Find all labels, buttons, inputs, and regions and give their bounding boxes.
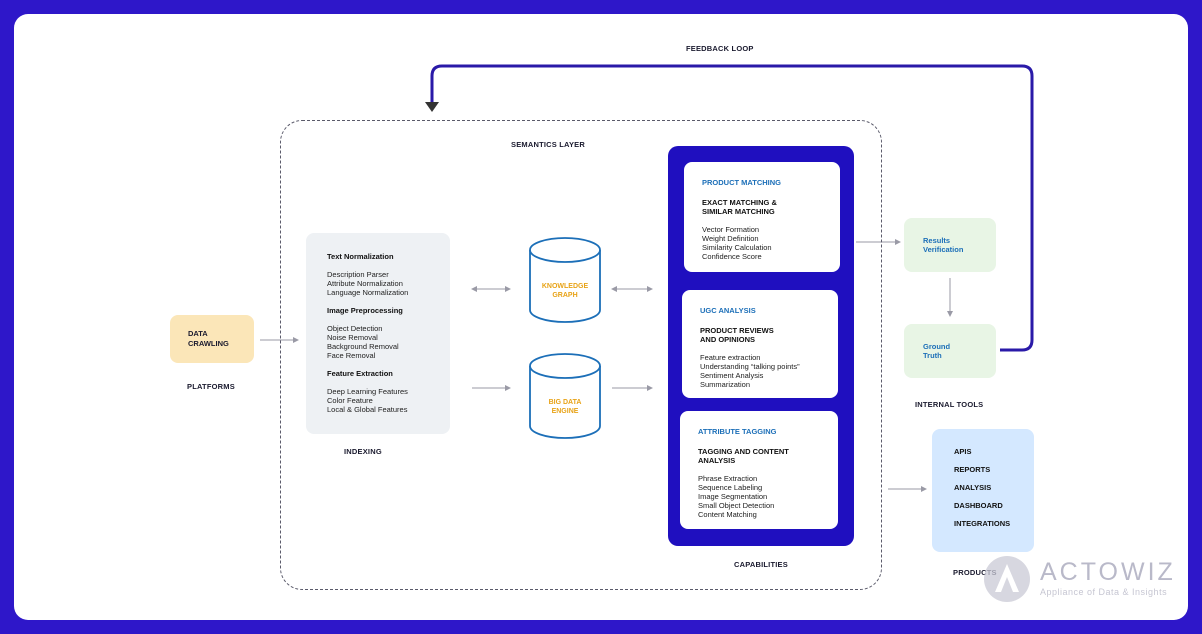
ground-truth-line1: Ground — [923, 342, 951, 351]
semantics-layer-frame — [280, 120, 882, 590]
card-subtitle-line: SIMILAR MATCHING — [702, 207, 775, 216]
card-item: Sentiment Analysis — [700, 371, 764, 380]
card-item: Understanding “talking points” — [700, 362, 800, 371]
diagram-canvas: FEEDBACK LOOP SEMANTICS LAYER DATA CRAWL… — [14, 14, 1188, 620]
ground-truth-box: Ground Truth — [904, 324, 996, 378]
logo-name: ACTOWIZ — [1040, 558, 1176, 586]
indexing-item: Deep Learning Features — [327, 387, 408, 396]
indexing-group-title: Image Preprocessing — [327, 306, 403, 315]
card-subtitle: PRODUCT REVIEWS AND OPINIONS — [700, 326, 838, 344]
internal-tools-label: INTERNAL TOOLS — [915, 400, 984, 409]
product-item: REPORTS — [954, 465, 991, 474]
data-crawling-line2: CRAWLING — [188, 339, 229, 348]
indexing-item: Local & Global Features — [327, 405, 408, 414]
capabilities-label: CAPABILITIES — [734, 560, 788, 569]
indexing-item: Attribute Normalization — [327, 279, 403, 288]
capability-card-ugc-analysis: UGC ANALYSIS PRODUCT REVIEWS AND OPINION… — [682, 290, 838, 398]
database-icon — [529, 353, 601, 439]
feedback-arrow-head — [425, 102, 439, 112]
card-title: UGC ANALYSIS — [700, 306, 756, 315]
indexing-group-items: Description Parser Attribute Normalizati… — [327, 270, 450, 297]
feedback-loop-label: FEEDBACK LOOP — [686, 44, 754, 53]
indexing-group-title: Feature Extraction — [327, 369, 393, 378]
card-subtitle-line: AND OPINIONS — [700, 335, 756, 344]
card-item: Small Object Detection — [698, 501, 775, 510]
capability-card-attribute-tagging: ATTRIBUTE TAGGING TAGGING AND CONTENT AN… — [680, 411, 838, 529]
card-subtitle-line: TAGGING AND CONTENT — [698, 447, 789, 456]
card-title: PRODUCT MATCHING — [702, 178, 782, 187]
card-item: Phrase Extraction — [698, 474, 758, 483]
card-item: Vector Formation — [702, 225, 760, 234]
indexing-box: Text Normalization Description Parser At… — [306, 233, 450, 434]
indexing-group-items: Deep Learning Features Color Feature Loc… — [327, 387, 450, 414]
card-item: Confidence Score — [702, 252, 762, 261]
results-verification-line2: Verification — [923, 245, 964, 254]
data-crawling-box: DATA CRAWLING — [170, 315, 254, 363]
card-subtitle: TAGGING AND CONTENT ANALYSIS — [698, 447, 838, 465]
card-item: Similarity Calculation — [702, 243, 772, 252]
card-subtitle-line: ANALYSIS — [698, 456, 736, 465]
card-subtitle-line: EXACT MATCHING & — [702, 198, 777, 207]
product-item: APIS — [954, 447, 972, 456]
indexing-label: INDEXING — [344, 447, 382, 456]
knowledge-graph-line2: GRAPH — [552, 292, 578, 299]
database-icon — [529, 237, 601, 323]
product-item: INTEGRATIONS — [954, 519, 1011, 528]
data-crawling-line1: DATA — [188, 329, 208, 338]
indexing-item: Description Parser — [327, 270, 389, 279]
card-item: Weight Definition — [702, 234, 759, 243]
knowledge-graph-label: KNOWLEDGE GRAPH — [525, 282, 605, 300]
indexing-item: Face Removal — [327, 351, 376, 360]
actowiz-logo-icon — [984, 556, 1030, 602]
connector-lines — [260, 64, 1034, 492]
platforms-label: PLATFORMS — [187, 382, 235, 391]
products-box: APIS REPORTS ANALYSIS DASHBOARD INTEGRAT… — [932, 429, 1034, 552]
feedback-loop-line — [430, 64, 1034, 352]
card-item: Summarization — [700, 380, 751, 389]
indexing-item: Color Feature — [327, 396, 373, 405]
card-title: ATTRIBUTE TAGGING — [698, 427, 777, 436]
big-data-engine-label: BIG DATA ENGINE — [525, 398, 605, 416]
product-item: ANALYSIS — [954, 483, 992, 492]
knowledge-graph-line1: KNOWLEDGE — [541, 283, 589, 290]
semantics-layer-label: SEMANTICS LAYER — [511, 140, 585, 149]
results-verification-line1: Results — [923, 236, 951, 245]
indexing-item: Object Detection — [327, 324, 383, 333]
results-verification-box: Results Verification — [904, 218, 996, 272]
card-item: Sequence Labeling — [698, 483, 763, 492]
big-data-engine-line2: ENGINE — [551, 408, 579, 415]
indexing-group-items: Object Detection Noise Removal Backgroun… — [327, 324, 450, 360]
big-data-engine-line1: BIG DATA — [548, 399, 582, 406]
card-item: Feature extraction — [700, 353, 761, 362]
card-item: Content Matching — [698, 510, 757, 519]
actowiz-logo: ACTOWIZ Appliance of Data & Insights — [982, 554, 1182, 604]
card-subtitle-line: PRODUCT REVIEWS — [700, 326, 774, 335]
ground-truth-line2: Truth — [923, 351, 942, 360]
product-item: DASHBOARD — [954, 501, 1003, 510]
capability-card-product-matching: PRODUCT MATCHING EXACT MATCHING & SIMILA… — [684, 162, 840, 272]
indexing-group-title: Text Normalization — [327, 252, 394, 261]
card-item: Image Segmentation — [698, 492, 768, 501]
indexing-item: Noise Removal — [327, 333, 378, 342]
indexing-item: Background Removal — [327, 342, 399, 351]
card-subtitle: EXACT MATCHING & SIMILAR MATCHING — [702, 198, 840, 216]
products-label: PRODUCTS — [953, 568, 997, 577]
indexing-item: Language Normalization — [327, 288, 409, 297]
logo-tagline: Appliance of Data & Insights — [1040, 587, 1168, 597]
